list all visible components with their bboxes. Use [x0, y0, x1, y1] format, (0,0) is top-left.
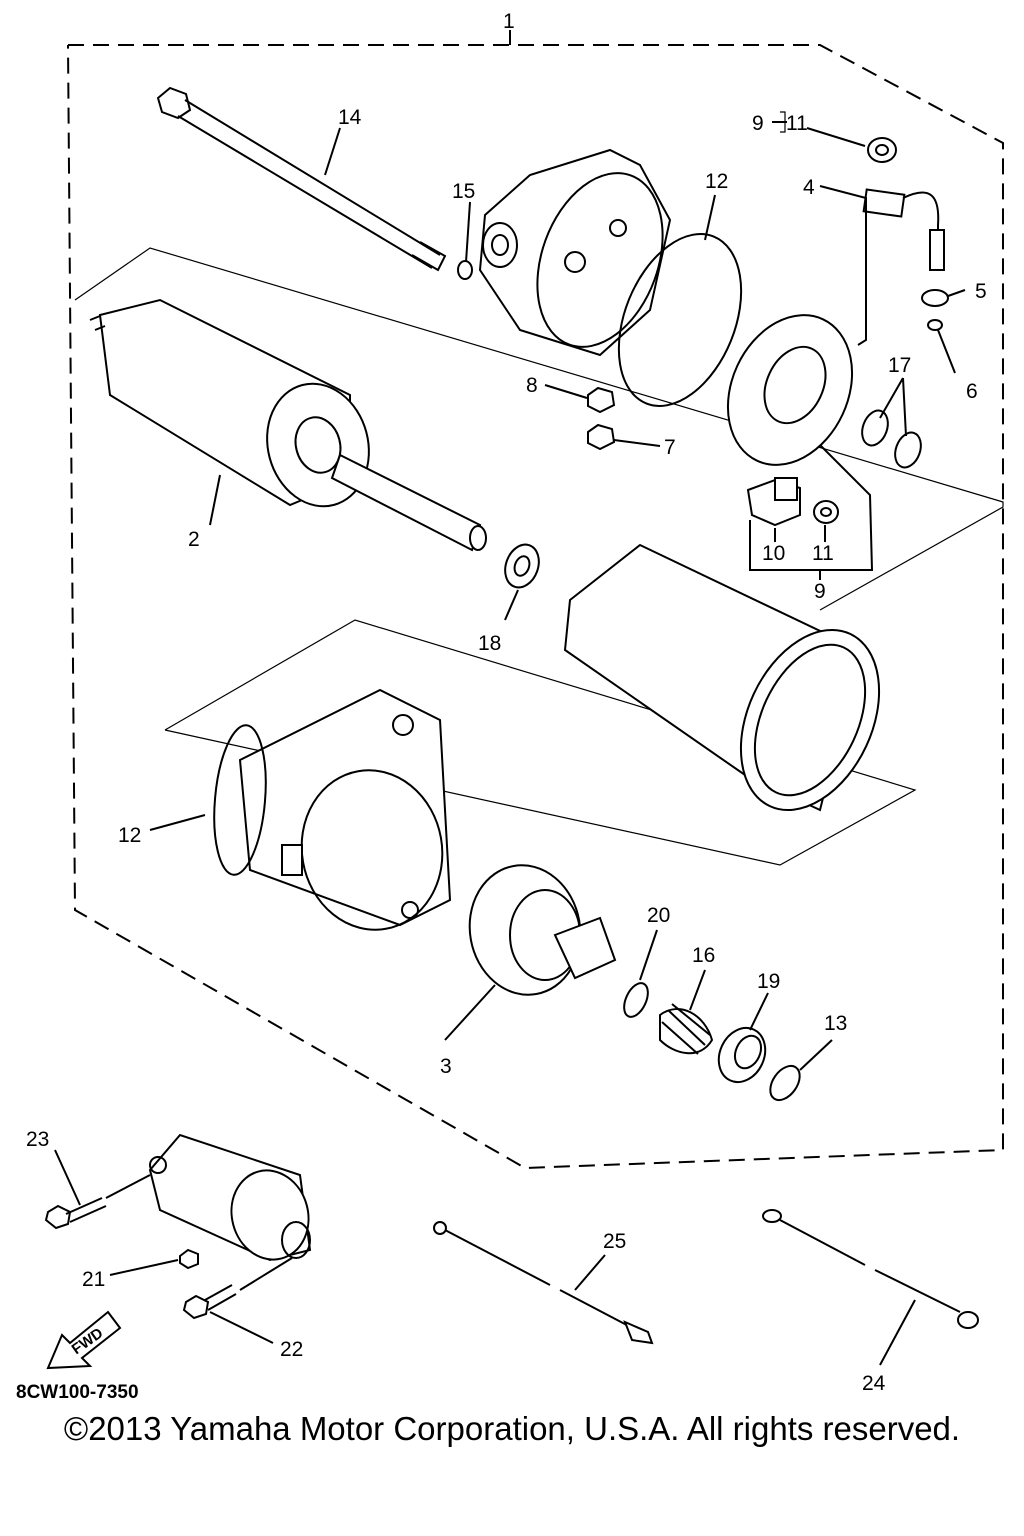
starter-motor-assembled [148, 1133, 312, 1262]
callout-22: 22 [280, 1338, 303, 1361]
callout-21: 21 [82, 1268, 105, 1291]
lead-wire-part-24 [762, 1209, 979, 1329]
leader-lines [54, 30, 966, 1366]
callout-23: 23 [26, 1128, 49, 1151]
callout-11-lower: 11 [812, 542, 834, 565]
callout-10: 10 [762, 542, 785, 565]
copyright-notice: ©2013 Yamaha Motor Corporation, U.S.A. A… [63, 1410, 961, 1447]
front-bracket [238, 688, 452, 931]
callout-18: 18 [478, 632, 501, 655]
callout-5: 5 [975, 280, 987, 303]
plane-lower [164, 619, 917, 866]
bolt-part-23 [44, 1197, 107, 1230]
spring-part-16 [659, 1003, 714, 1055]
washer-part-17a [861, 409, 889, 447]
brush-plate [726, 314, 854, 466]
callout-16: 16 [692, 944, 715, 967]
collar-part-19 [717, 1026, 767, 1084]
callout-9-lower: 9 [814, 580, 826, 603]
washer-part-17b [894, 431, 922, 469]
ring-part-20 [623, 982, 649, 1018]
o-ring-part-12-lower [213, 724, 267, 876]
washer-part-5 [921, 289, 949, 307]
bolt-part-22 [182, 1284, 237, 1320]
callout-bracket [780, 111, 786, 133]
callout-3: 3 [440, 1055, 452, 1078]
callout-19: 19 [757, 970, 780, 993]
callout-20: 20 [647, 904, 670, 927]
callout-25: 25 [603, 1230, 626, 1253]
spring-part-11-top [867, 137, 897, 163]
callout-1: 1 [503, 10, 515, 33]
callout-17: 17 [888, 354, 911, 377]
pinion-gear-part-3 [468, 864, 617, 996]
callout-8: 8 [526, 374, 538, 397]
figure-code: 8CW100-7350 [16, 1382, 139, 1403]
o-ring-part-12-upper [617, 233, 743, 407]
nut-part-8 [587, 386, 616, 414]
callout-14: 14 [338, 106, 362, 129]
callout-15: 15 [452, 180, 475, 203]
circlip-part-13 [769, 1064, 801, 1102]
callout-12-lower: 12 [118, 824, 141, 847]
washer-part-18 [504, 543, 540, 589]
spring-part-11-lower [813, 500, 839, 524]
washer-part-18-hole [513, 555, 531, 577]
callout-7: 7 [664, 436, 676, 459]
yoke-housing [563, 543, 881, 812]
callout-6: 6 [966, 380, 978, 403]
brush-lead-part-4 [862, 188, 945, 271]
callout-2: 2 [188, 528, 200, 551]
fwd-arrow-icon: FWD [46, 1310, 122, 1370]
brush-holder-part-10 [746, 477, 801, 527]
assembly-boundary [67, 44, 1004, 1170]
callout-9-top: 9 [752, 112, 764, 135]
callout-24: 24 [862, 1372, 886, 1395]
armature-part-2 [89, 298, 487, 552]
o-ring-part-15 [457, 260, 473, 280]
callout-13: 13 [824, 1012, 847, 1035]
nut-part-21 [179, 1248, 199, 1270]
through-bolt-part-14 [156, 86, 447, 272]
o-ring-part-6 [927, 319, 943, 331]
nut-part-7 [587, 423, 616, 451]
plane-upper [74, 247, 1004, 611]
callout-4: 4 [803, 176, 815, 199]
callout-12-top: 12 [705, 170, 728, 193]
lead-wire-part-25 [433, 1221, 654, 1345]
callout-11-top: 11 [786, 112, 808, 135]
rear-cover [478, 148, 672, 357]
